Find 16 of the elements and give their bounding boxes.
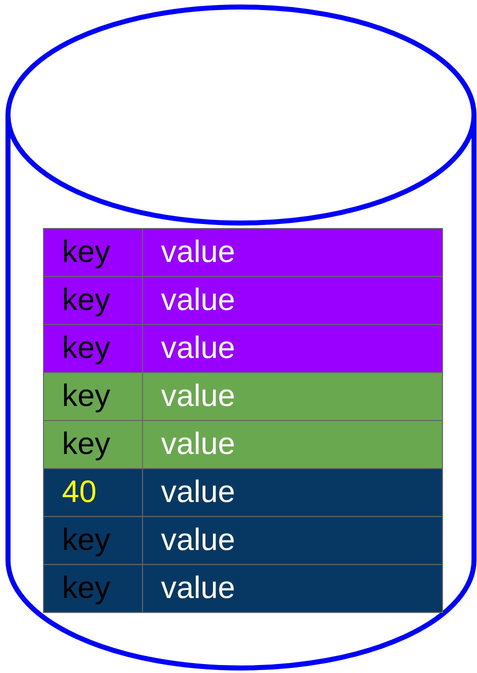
key-cell: key	[43, 564, 143, 613]
value-cell: value	[142, 324, 443, 373]
key-cell: key	[43, 324, 143, 373]
value-cell: value	[142, 228, 443, 277]
key-cell: 40	[43, 468, 143, 517]
value-cell: value	[142, 468, 443, 517]
key-cell: key	[43, 276, 143, 325]
key-cell: key	[43, 372, 143, 421]
value-cell: value	[142, 276, 443, 325]
key-cell: key	[43, 516, 143, 565]
value-cell: value	[142, 516, 443, 565]
value-cell: value	[142, 372, 443, 421]
value-cell: value	[142, 420, 443, 469]
value-cell: value	[142, 564, 443, 613]
key-cell: key	[43, 228, 143, 277]
key-cell: key	[43, 420, 143, 469]
